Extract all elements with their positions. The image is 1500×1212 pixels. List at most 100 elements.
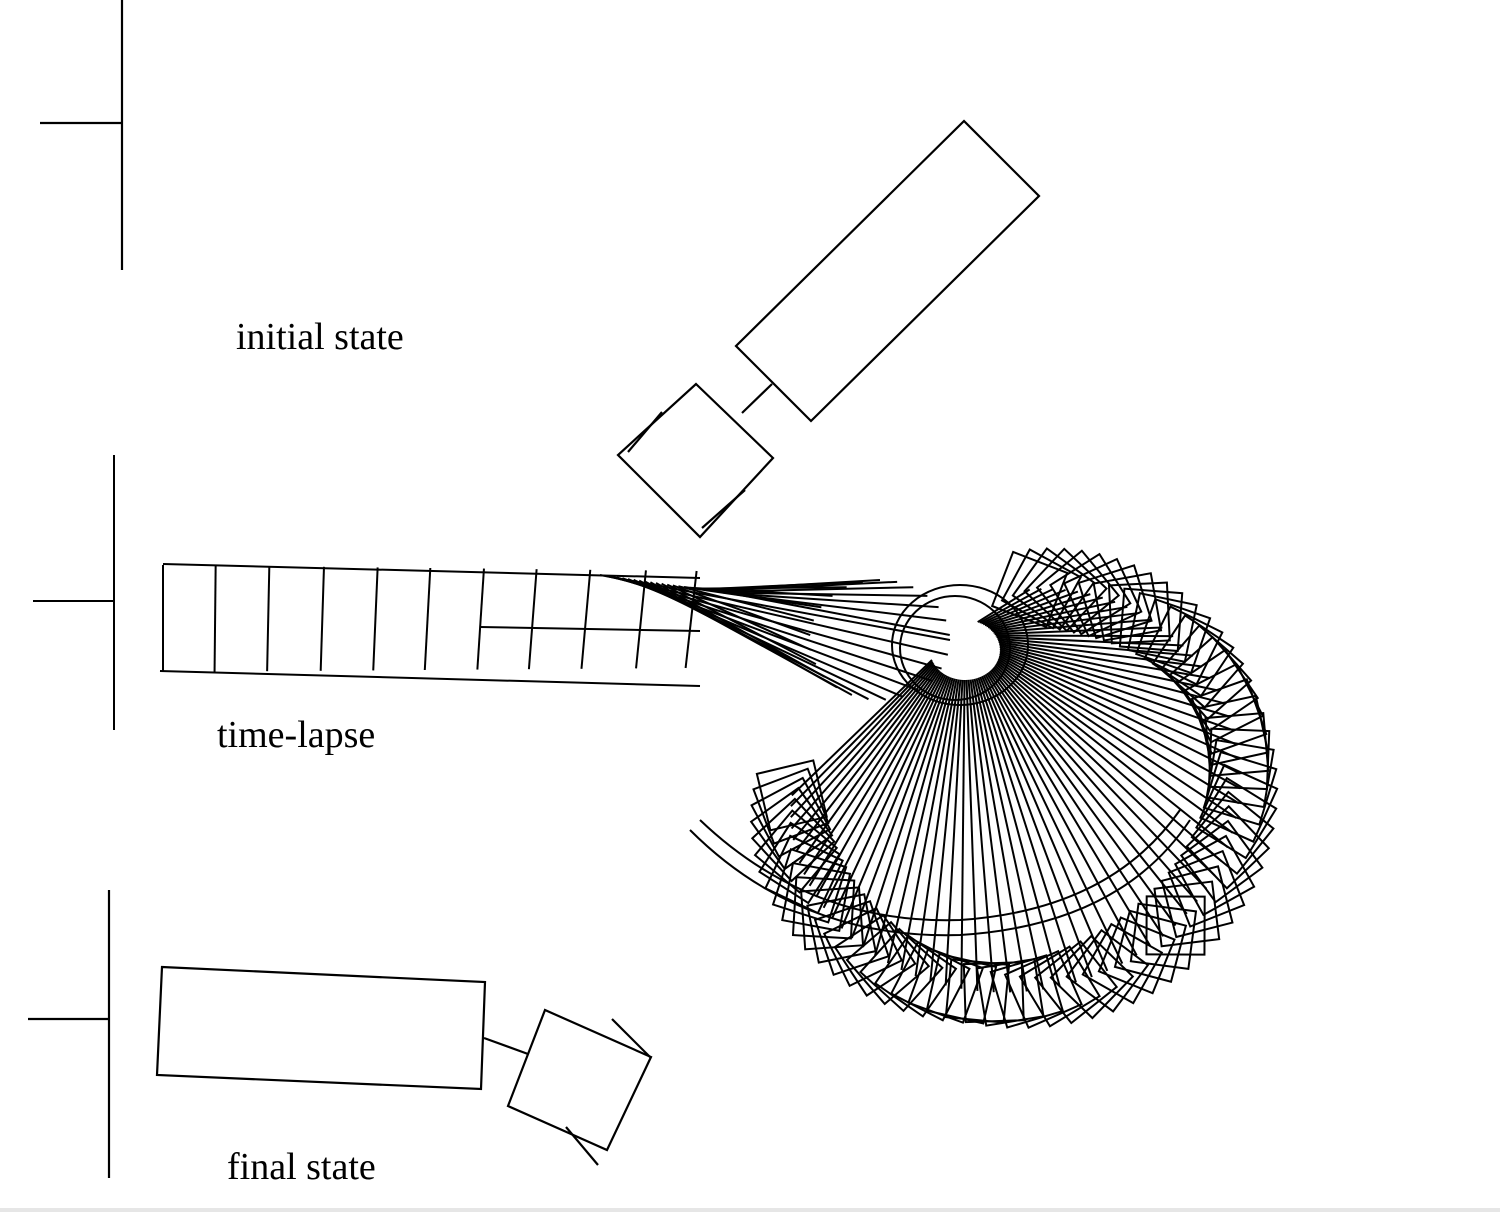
cab-position-square — [944, 958, 1011, 1024]
cab-position-square — [1081, 922, 1164, 1005]
spoke-line — [993, 666, 1208, 890]
inner-loop — [899, 595, 1011, 701]
spoke-line — [982, 588, 1066, 626]
cab-position-square — [764, 834, 844, 915]
spoke-line — [994, 626, 1163, 636]
spoke-line — [999, 651, 1240, 760]
spoke-line — [987, 671, 1165, 937]
cab-position-square — [1097, 916, 1176, 995]
spoke-line — [977, 588, 1031, 623]
cab-position-square — [1018, 945, 1101, 1028]
spoke-line — [981, 675, 1109, 972]
spoke-line — [850, 676, 950, 939]
trajectory-line — [678, 585, 815, 622]
cab-position-square — [989, 954, 1065, 1029]
spoke-line — [990, 669, 1188, 915]
spoke-line — [973, 678, 1045, 990]
trajectory-line — [706, 579, 881, 592]
spoke-line — [987, 596, 1104, 629]
cab-position-square — [749, 786, 834, 871]
lower-arc — [699, 809, 1181, 922]
spoke-line — [900, 678, 958, 971]
trailer-mid-edge — [479, 626, 701, 632]
cab-position-square — [889, 940, 971, 1022]
spoke-line — [967, 679, 995, 993]
spoke-line — [998, 640, 1211, 680]
cab-position-square — [859, 927, 944, 1013]
trailer-frame-line — [213, 565, 217, 672]
spoke-line — [984, 673, 1138, 956]
final-state-label: final state — [227, 1146, 376, 1188]
cab-position-square — [833, 913, 917, 997]
final-cab — [506, 1008, 653, 1152]
trajectory-line — [711, 580, 898, 592]
initial-cab-axle-1 — [627, 411, 663, 453]
cab-position-square — [1049, 934, 1135, 1020]
initial-hitch — [741, 383, 773, 414]
trailer-frame-line — [319, 566, 325, 671]
spoke-line — [999, 646, 1230, 718]
spoke-line — [998, 654, 1241, 790]
final-cab-axle-2 — [565, 1126, 599, 1166]
cab-position-square — [1145, 895, 1206, 956]
initial-cab — [616, 382, 775, 539]
spoke-line — [831, 674, 947, 919]
spoke-line — [999, 653, 1241, 775]
spoke-line — [965, 679, 979, 991]
spoke-line — [969, 679, 1012, 993]
spoke-line — [982, 674, 1124, 965]
spoke-line — [996, 661, 1229, 849]
spoke-line — [790, 660, 934, 807]
spoke-line — [960, 679, 966, 989]
spoke-line — [795, 667, 938, 853]
lower-arc — [689, 819, 1191, 937]
cab-position-square — [752, 767, 830, 845]
initial-state-label: initial state — [236, 316, 404, 358]
trailer-frame-line — [476, 568, 485, 670]
spoke-line — [792, 665, 937, 841]
spoke-line — [999, 647, 1234, 732]
spoke-line — [997, 658, 1237, 819]
spoke-line — [929, 679, 962, 982]
spoke-line — [986, 593, 1091, 628]
spoke-line — [979, 676, 1093, 978]
spoke-line — [997, 639, 1203, 668]
spoke-line — [990, 605, 1128, 631]
trailer-frame-line — [527, 569, 538, 670]
cab-position-square — [750, 776, 832, 858]
trailer-frame-line — [372, 567, 379, 671]
cab-position-square — [1151, 614, 1235, 698]
cab-position-square — [1179, 819, 1264, 904]
trailer-frame-line — [423, 567, 432, 671]
spoke-line — [989, 600, 1116, 630]
trailer-top-edge — [162, 563, 701, 579]
cab-position-square — [1011, 547, 1096, 631]
cab-position-square — [1159, 624, 1245, 709]
spoke-line — [790, 662, 935, 818]
spoke-line — [862, 677, 952, 948]
cab-position-square — [1033, 940, 1119, 1025]
spoke-line — [840, 675, 949, 929]
spoke-line — [998, 642, 1218, 692]
timelapse-trace — [159, 547, 1279, 1030]
spoke-line — [874, 677, 954, 956]
spoke-line — [989, 670, 1177, 927]
cab-position-square — [1003, 949, 1083, 1030]
final-cab-axle-1 — [611, 1018, 652, 1059]
cab-position-square — [1135, 597, 1212, 675]
spoke-line — [992, 611, 1140, 633]
spoke-line — [980, 588, 1054, 625]
initial-state-panel — [40, 0, 1041, 539]
spoke-line — [822, 673, 945, 909]
trajectory-line — [672, 584, 811, 637]
final-state-panel — [28, 890, 653, 1178]
time-lapse-panel — [33, 455, 1279, 1030]
time-lapse-label: time-lapse — [217, 714, 376, 756]
trajectory-line — [655, 582, 826, 678]
spoke-line — [998, 656, 1240, 805]
cab-position-square — [925, 952, 998, 1025]
spoke-line — [977, 677, 1077, 983]
trajectory-line — [717, 586, 914, 593]
cab-position-square — [1173, 834, 1256, 917]
spoke-line — [995, 634, 1174, 638]
